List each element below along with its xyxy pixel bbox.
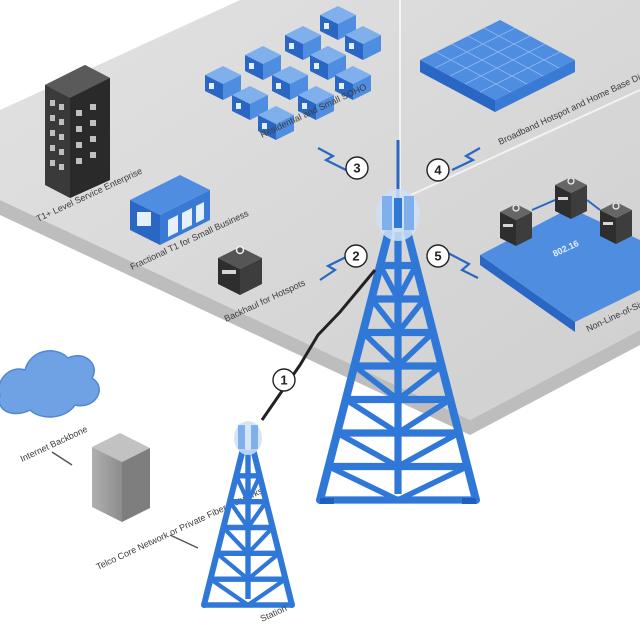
link-number-circle — [345, 156, 369, 180]
hotspot-grid-icon — [420, 20, 575, 112]
internet-cloud-icon — [0, 350, 100, 418]
station-tower-icon — [201, 421, 295, 608]
link-number: 2 — [352, 249, 359, 264]
ground-platform — [0, 0, 640, 435]
hotspot-building-icon — [218, 245, 262, 295]
link-number-circle — [344, 244, 368, 268]
wireless-links: 1 2 3 4 5 — [260, 147, 481, 421]
link-number: 4 — [434, 163, 442, 178]
main-tower-icon — [316, 140, 480, 504]
link-number: 3 — [353, 161, 360, 176]
link-number-circle — [426, 244, 450, 268]
link-number-circle — [426, 158, 450, 182]
link-number: 1 — [280, 373, 287, 388]
server-cabinet-icon — [92, 433, 150, 522]
enterprise-building-icon — [45, 65, 110, 198]
operator-arrow — [169, 534, 199, 549]
residential-houses-icon — [205, 6, 381, 140]
link-number: 5 — [434, 249, 441, 264]
nlos-base-icon: 802.16 — [480, 177, 640, 332]
link-number-circle — [272, 368, 296, 392]
small-business-icon — [130, 175, 210, 245]
internet-arrow — [51, 451, 73, 466]
internet-label: Internet Backbone — [19, 424, 89, 464]
